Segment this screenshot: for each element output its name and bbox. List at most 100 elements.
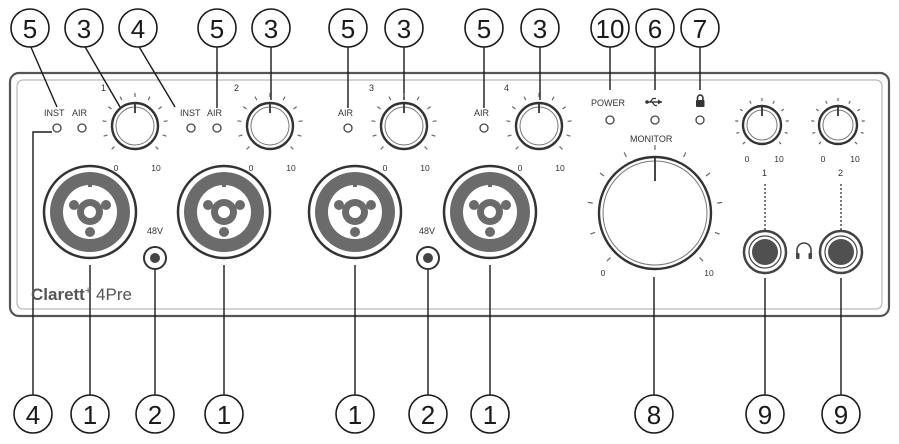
combo-input-4[interactable]	[442, 164, 538, 260]
scale-tick	[107, 106, 112, 110]
scale-tick	[699, 257, 704, 262]
scale-max-label: 10	[420, 163, 430, 173]
callout-circle	[135, 394, 175, 434]
callout-label: 5	[477, 14, 491, 44]
scale-tick	[566, 134, 571, 137]
callout-circle	[745, 394, 785, 434]
combo-input-2[interactable]	[176, 164, 272, 260]
callout-number: 5	[10, 8, 50, 48]
scale-min-label: 0	[745, 154, 750, 164]
callout-label: 1	[83, 400, 97, 430]
scale-tick	[102, 120, 107, 123]
callout-label: 5	[210, 14, 224, 44]
scale-tick	[825, 100, 828, 104]
scale-tick	[599, 172, 605, 177]
scale-max-label: 10	[555, 163, 565, 173]
headphone-jack-1[interactable]	[742, 229, 788, 275]
callout-label: 10	[596, 14, 625, 44]
scale-tick	[372, 134, 377, 137]
headphone-level-knob-1[interactable]: 0 10	[735, 98, 789, 164]
scale-tick	[158, 106, 163, 110]
scale-tick	[297, 134, 302, 137]
callout-number: 1	[470, 394, 510, 434]
air-label-4: AIR	[474, 108, 490, 118]
callout-circle	[464, 8, 504, 48]
phantom-button-a[interactable]	[143, 246, 167, 270]
headphone-jack-2[interactable]	[818, 229, 864, 275]
inst-label-1: INST	[44, 108, 65, 118]
callout-number: 3	[64, 8, 104, 48]
scale-tick	[388, 96, 392, 101]
scale-tick	[567, 120, 572, 123]
scale-tick	[427, 106, 432, 110]
callout-number: 3	[520, 8, 560, 48]
scale-tick	[506, 120, 511, 123]
scale-tick	[559, 146, 563, 150]
phantom-button-b[interactable]	[416, 246, 440, 270]
led-indicators	[52, 115, 705, 133]
channel-number-1: 1	[101, 83, 106, 93]
callout-circle	[821, 394, 861, 434]
scale-tick	[162, 134, 167, 137]
device-faceplate	[16, 79, 883, 310]
panel-labels: INST AIR INST AIR AIR AIR 1 2 3 4 48V 48…	[44, 83, 843, 236]
callout-circle	[251, 8, 291, 48]
callout-label: 7	[693, 14, 707, 44]
callout-circle	[64, 8, 104, 48]
scale-tick	[857, 108, 861, 112]
air-led-3	[343, 123, 353, 133]
callout-number: 4	[13, 394, 53, 434]
callout-label: 1	[217, 400, 231, 430]
callout-label: 2	[148, 400, 162, 430]
callout-number: 3	[384, 8, 424, 48]
headphone-jacks	[742, 184, 864, 275]
callout-label: 1	[483, 400, 497, 430]
scale-tick	[683, 152, 687, 158]
scale-tick	[515, 146, 519, 150]
scale-tick	[155, 146, 159, 150]
callout-number: 2	[135, 394, 175, 434]
callout-circle	[70, 394, 110, 434]
top-leader-lines	[29, 44, 701, 108]
scale-tick	[848, 100, 851, 104]
channel-number-3: 3	[369, 83, 374, 93]
scale-tick	[778, 141, 782, 145]
phantom-label-a: 48V	[147, 226, 163, 236]
inst-led-2	[186, 123, 196, 133]
air-label-3: AIR	[338, 108, 354, 118]
scale-tick	[416, 96, 420, 101]
callout-label: 6	[648, 14, 662, 44]
scale-tick	[103, 134, 108, 137]
callout-number: 5	[464, 8, 504, 48]
air-led-1	[77, 123, 87, 133]
scale-tick	[606, 257, 611, 262]
air-label-1: AIR	[72, 108, 88, 118]
callout-label: 5	[23, 14, 37, 44]
callout-label: 8	[647, 400, 661, 430]
callout-label: 4	[26, 400, 40, 430]
combo-input-1[interactable]	[42, 164, 138, 260]
scale-tick	[238, 134, 243, 137]
headphone-number-2: 2	[838, 168, 843, 178]
power-led	[605, 115, 615, 125]
usb-led	[650, 115, 660, 125]
callout-number: 9	[821, 394, 861, 434]
scale-tick	[590, 231, 596, 235]
combo-input-3[interactable]	[307, 164, 403, 260]
bottom-leader-lines	[32, 131, 842, 395]
scale-max-label: 10	[774, 154, 784, 164]
inst-led-1	[52, 123, 62, 133]
callout-circle	[197, 8, 237, 48]
scale-tick	[147, 96, 151, 101]
scale-tick	[772, 100, 775, 104]
scale-tick	[815, 108, 819, 112]
callout-circle	[10, 8, 50, 48]
